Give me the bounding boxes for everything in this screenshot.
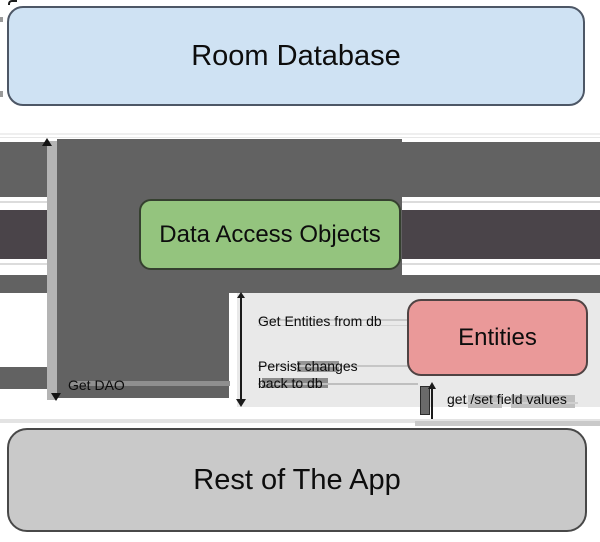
- field-values-arrow-line: [431, 389, 433, 420]
- get-dao-thick-arrow: [47, 141, 57, 400]
- node-entities: Entities: [407, 299, 588, 376]
- faint-divider-line: [0, 133, 600, 135]
- arrowhead-up-icon: [428, 382, 436, 389]
- node-label: Entities: [458, 323, 537, 351]
- gray-blotch: [468, 395, 502, 408]
- edge-label-persist-line2: back to db: [258, 375, 323, 391]
- gray-blotch: [511, 395, 575, 408]
- dao-entities-arrow-line: [240, 297, 242, 403]
- streak-line: [258, 319, 408, 321]
- gray-band-bottom-left: [0, 367, 47, 389]
- streak-line: [415, 421, 600, 426]
- edge-label-get-entities: Get Entities from db: [258, 313, 382, 329]
- streak-line: [258, 383, 418, 385]
- arrowhead-down-icon: [51, 393, 61, 401]
- edge-label-persist-line1: Persist changes: [258, 358, 358, 374]
- streak-line: [258, 365, 412, 367]
- edge-label-get-dao: Get DAO: [68, 377, 125, 393]
- node-rest-of-the-app: Rest of The App: [7, 428, 587, 532]
- edge-tick-artifact: [0, 91, 3, 97]
- node-data-access-objects: Data Access Objects: [139, 199, 401, 270]
- arrowhead-up-icon: [42, 138, 52, 146]
- arrowhead-up-icon: [237, 292, 245, 298]
- streak-line: [0, 419, 600, 423]
- node-label: Data Access Objects: [159, 220, 381, 248]
- node-label: Rest of The App: [193, 463, 401, 496]
- edge-tick-artifact: [0, 17, 3, 22]
- faint-divider-line: [0, 137, 600, 138]
- streak-line: [447, 402, 578, 404]
- corner-artifact: [8, 0, 17, 5]
- streak-line: [258, 325, 410, 326]
- node-room-database: Room Database: [7, 6, 585, 106]
- arrowhead-down-icon: [236, 399, 246, 407]
- get-dao-arrow-line: [70, 381, 230, 386]
- node-label: Room Database: [191, 39, 401, 72]
- edge-label-field-values: get /set field values: [447, 391, 567, 407]
- field-values-thick-arrow: [420, 386, 430, 415]
